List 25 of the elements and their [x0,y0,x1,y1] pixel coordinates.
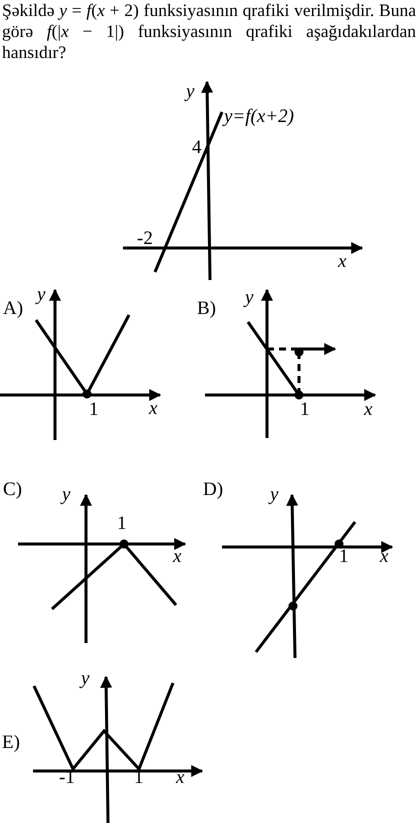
tick-label: 4 [192,138,202,158]
option-letter: C) [3,480,22,500]
option-letter: B) [197,299,216,319]
tick-label: 1 [300,400,310,420]
axis-label: y [62,485,70,505]
function-label: y=f(x+2) [224,107,294,127]
tick-label: 1 [339,547,348,567]
option-letter: E) [2,733,20,753]
axis-label: x [173,547,182,567]
option-letter: A) [3,299,24,319]
tick-label: 1 [89,400,98,420]
option-letter: D) [203,480,224,500]
tick-label: -2 [137,229,153,249]
axis-label: y [81,669,90,689]
axis-label: x [149,399,158,419]
axis-label: x [338,252,346,272]
axis-label: y [37,285,46,305]
axis-label: x [380,547,388,567]
axis-label: x [176,768,184,788]
axis-label: y [270,485,278,505]
axis-label: x [364,400,372,420]
axis-label: y [245,288,254,308]
tick-label: 1 [117,514,126,534]
question-text: Şəkildə y = f(x + 2) funksiyasının qrafiki verilmişdir. Buna görə f(|x − 1|) funksiyasının qrafiki aşağıdakılardan hansıdır? [2,0,416,63]
axis-label: y [186,82,194,102]
